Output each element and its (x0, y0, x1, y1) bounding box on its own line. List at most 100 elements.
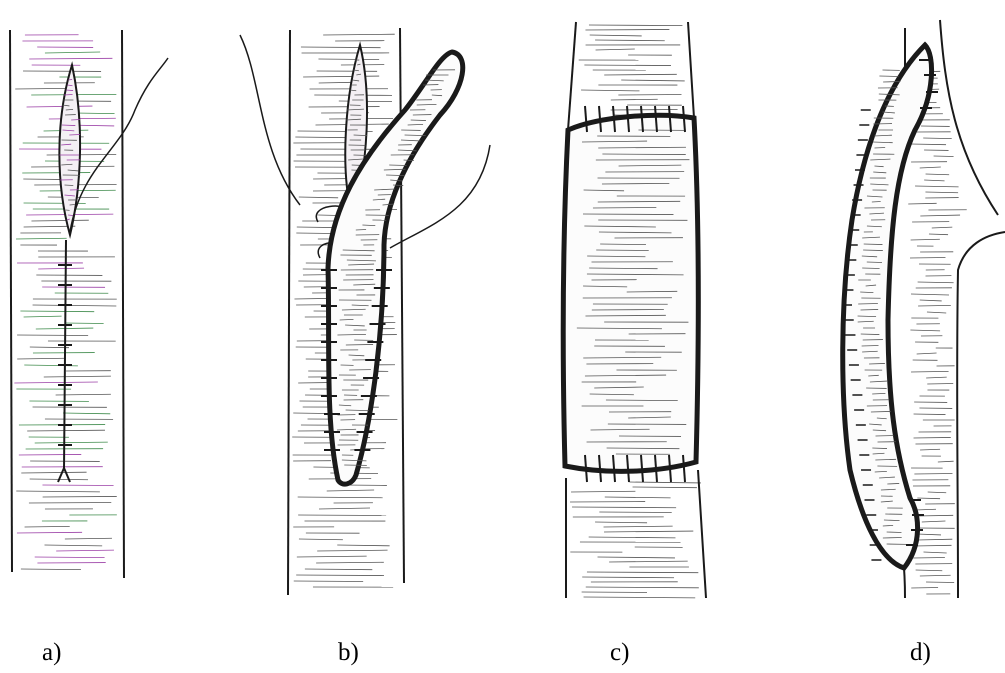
hatch-stroke (16, 491, 100, 492)
panel-a-vessel-wall-left (10, 30, 12, 572)
hatch-stroke (621, 80, 684, 81)
hatch-stroke (869, 363, 885, 364)
hatch-stroke (908, 203, 936, 204)
hatch-stroke (914, 545, 951, 546)
hatch-stroke (69, 134, 80, 135)
hatch-stroke (872, 201, 881, 202)
hatch-stroke (611, 99, 658, 100)
hatch-stroke (66, 90, 73, 91)
hatch-stroke (299, 197, 338, 198)
hatch-stroke (298, 515, 386, 516)
panel-a-vessel-wall-right (122, 30, 124, 578)
hatch-stroke (916, 570, 943, 571)
hatch-stroke (911, 294, 949, 295)
hatch-stroke (587, 572, 698, 573)
panel-b-label: b) (338, 640, 359, 665)
hatch-stroke (393, 185, 403, 186)
hatch-stroke (887, 532, 902, 533)
hatch-stroke (920, 167, 941, 168)
hatch-stroke (319, 508, 370, 509)
hatch-stroke (917, 498, 940, 499)
hatch-stroke (926, 377, 947, 378)
hatch-stroke (17, 358, 65, 359)
panel-a-suture-knot (58, 468, 70, 482)
hatch-stroke (65, 538, 112, 539)
hatch-stroke (917, 353, 937, 354)
hatch-stroke (323, 34, 395, 35)
hatch-stroke (914, 414, 946, 415)
hatch-stroke (16, 238, 67, 239)
hatch-stroke (297, 556, 367, 557)
hatch-stroke (872, 448, 887, 449)
hatch-stroke (35, 557, 105, 558)
hatch-stroke (27, 430, 105, 431)
panel-b-retraction-thread-left (240, 35, 300, 205)
hatch-stroke (572, 507, 676, 508)
hatch-stroke (316, 562, 384, 563)
hatch-stroke (911, 239, 940, 240)
hatch-stroke (867, 262, 882, 263)
hatch-stroke (928, 492, 947, 493)
hatch-stroke (15, 88, 68, 89)
hatch-stroke (68, 79, 72, 80)
hatch-stroke (49, 118, 116, 119)
hatch-stroke (318, 59, 379, 60)
panel-c-label: c) (610, 640, 629, 665)
hatch-stroke (35, 442, 108, 443)
hatch-stroke (582, 577, 674, 578)
panel-c-vessel-wall-right-lower (698, 470, 706, 598)
hatch-stroke (38, 268, 84, 269)
hatch-stroke (589, 25, 682, 26)
hatch-stroke (923, 138, 951, 139)
hatch-stroke (592, 309, 664, 310)
hatch-stroke (596, 49, 635, 50)
hatch-stroke (883, 81, 900, 82)
hatch-stroke (305, 569, 372, 570)
hatch-stroke (337, 545, 389, 546)
hatch-stroke (586, 587, 699, 588)
hatch-stroke (64, 94, 73, 95)
hatch-stroke (629, 482, 701, 483)
hatch-stroke (927, 383, 953, 384)
hatch-stroke (301, 47, 381, 48)
hatch-stroke (925, 192, 958, 193)
hatch-stroke (45, 545, 103, 546)
hatch-stroke (44, 376, 111, 377)
hatch-stroke (609, 561, 688, 562)
hatch-stroke (43, 496, 117, 497)
hatch-stroke (926, 174, 950, 175)
hatch-stroke (303, 76, 379, 77)
hatch-stroke (595, 40, 665, 41)
hatch-stroke (45, 52, 100, 53)
hatch-stroke (31, 220, 88, 221)
hatch-stroke (911, 144, 946, 145)
hatch-stroke (604, 526, 673, 527)
hatch-stroke (299, 539, 343, 540)
panel-d-bypass-graft (842, 20, 1005, 598)
hatch-stroke (914, 473, 952, 474)
hatch-stroke (581, 90, 639, 91)
panel-a-direct-suture (10, 30, 168, 578)
hatch-stroke (595, 522, 647, 523)
hatch-stroke (913, 557, 945, 558)
hatch-stroke (56, 550, 114, 551)
hatch-stroke (920, 300, 942, 301)
hatch-stroke (25, 526, 70, 527)
hatch-stroke (604, 531, 693, 532)
hatch-stroke (29, 58, 112, 59)
hatch-stroke (584, 65, 671, 66)
hatch-stroke (876, 435, 894, 436)
hatch-stroke (633, 487, 697, 488)
hatch-stroke (590, 35, 642, 36)
hatch-stroke (914, 437, 951, 438)
hatch-stroke (571, 491, 635, 492)
hatch-stroke (605, 497, 671, 498)
panel-a-suture-thread (70, 58, 168, 232)
hatch-stroke (920, 449, 940, 450)
hatch-stroke (932, 227, 953, 228)
hatch-stroke (24, 316, 62, 317)
hatch-stroke (327, 490, 374, 491)
hatch-stroke (929, 234, 948, 235)
hatch-stroke (596, 250, 649, 251)
